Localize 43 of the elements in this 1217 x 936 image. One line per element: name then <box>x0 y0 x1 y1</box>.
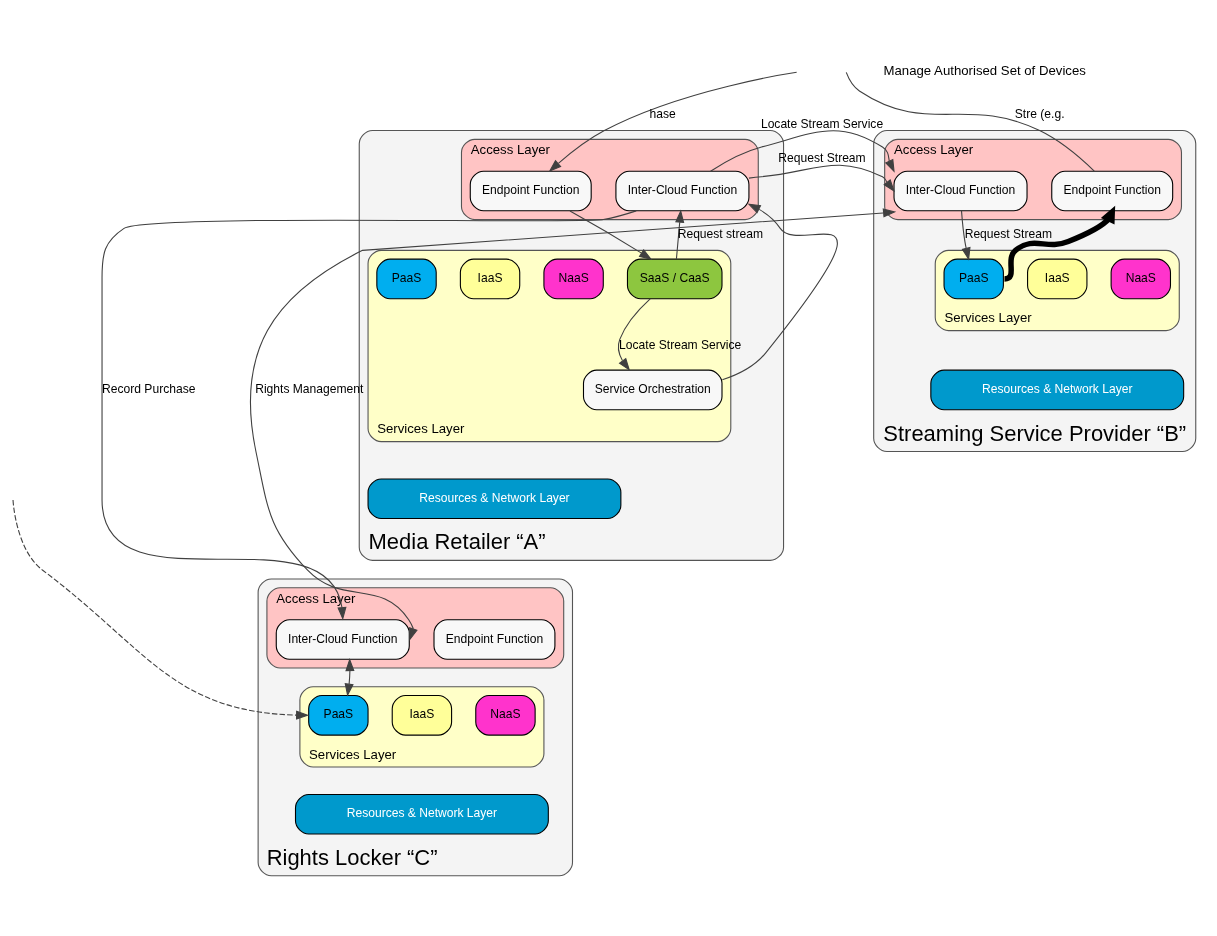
edge-label: Stre (e.g. <box>1014 107 1065 122</box>
node-box: Inter-Cloud Function <box>893 170 1028 212</box>
connector <box>845 71 1095 172</box>
arrow <box>675 209 685 260</box>
node-box: PaaS <box>308 695 369 736</box>
edge-label: Request stream <box>677 227 763 242</box>
node-box: PaaS <box>376 258 437 300</box>
node-box: Resources & Network Layer <box>367 478 622 520</box>
node-box: NaaS <box>475 695 536 736</box>
arrow <box>548 71 798 173</box>
arrow <box>101 210 637 621</box>
label: Manage Authorised Set of Devices <box>883 62 1086 78</box>
node-box: PaaS <box>943 258 1004 300</box>
edge-label: Request Stream <box>964 227 1052 242</box>
node-box: IaaS <box>459 258 521 300</box>
node-box: Endpoint Function <box>1051 170 1174 212</box>
arrow <box>249 208 897 642</box>
arrow <box>721 203 838 381</box>
arrow <box>12 499 310 720</box>
arrow <box>569 210 653 260</box>
arrow <box>710 130 895 173</box>
arrow <box>1004 205 1116 282</box>
node-box: SaaS / CaaS <box>626 258 723 300</box>
node-box: Resources & Network Layer <box>930 369 1185 411</box>
node-box: IaaS <box>1027 258 1088 300</box>
node-box: Resources & Network Layer <box>294 793 549 835</box>
node-box: Endpoint Function <box>433 619 556 660</box>
node-box: NaaS <box>543 258 604 300</box>
arrow <box>617 298 651 372</box>
node-box: IaaS <box>391 695 453 736</box>
edge-label: Locate Stream Service <box>619 338 742 353</box>
arrow <box>748 164 896 193</box>
edge-label: Record Purchase <box>102 382 196 397</box>
node-box: NaaS <box>1110 258 1171 300</box>
edge-label: hase <box>649 107 676 122</box>
node-box: Service Orchestration <box>582 369 723 411</box>
node-box: Inter-Cloud Function <box>615 170 750 212</box>
node-box: Inter-Cloud Function <box>275 619 410 660</box>
edge-label: Locate Stream Service <box>760 117 884 132</box>
edge-label: Rights Management <box>255 382 364 397</box>
arrow <box>344 657 355 697</box>
arrow <box>961 210 971 261</box>
node-box: Endpoint Function <box>469 170 592 212</box>
